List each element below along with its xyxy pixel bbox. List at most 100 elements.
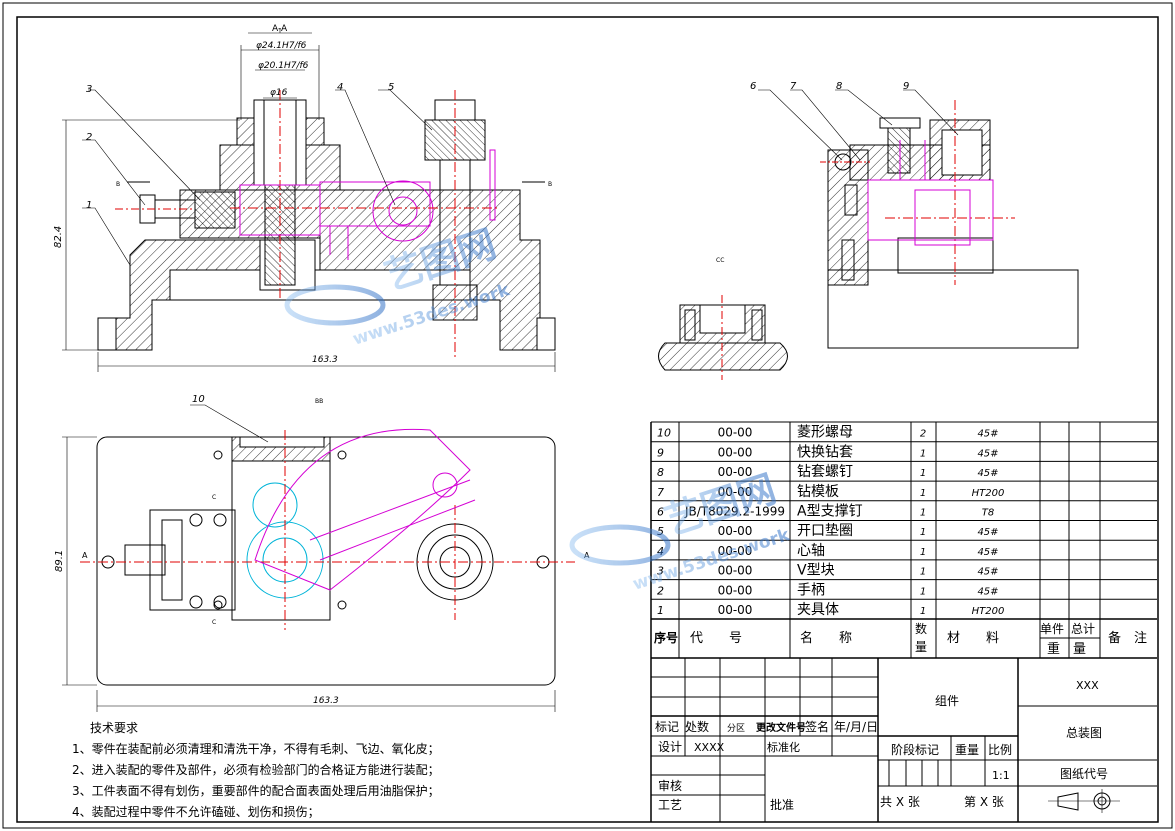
side-view — [758, 89, 1079, 349]
bom-cell-qty: 1 — [920, 468, 926, 479]
bom-cell-name: A型支撑钉 — [797, 504, 863, 520]
bom-cell-name: 钻套螺钉 — [797, 464, 853, 480]
bom-cell-material: T8 — [982, 508, 994, 519]
drawing-name: 总装图 — [1066, 726, 1102, 740]
section-label-aa: A-A — [272, 24, 288, 34]
note-item: 3、工件表面不得有划伤，重要部件的配合面表面处理后用油脂保护； — [72, 784, 440, 798]
bom-cell-material: 45# — [977, 586, 998, 597]
bom-row: 2 00-00 手柄 1 45# — [657, 582, 999, 598]
bom-header-weight: 重 量 — [1047, 641, 1086, 657]
bom-header-remarks: 备 注 — [1108, 630, 1147, 646]
sheet-number: 第 X 张 — [964, 795, 1004, 809]
section-cc-view — [658, 295, 788, 380]
drawing-code-label: 图纸代号 — [1060, 767, 1108, 781]
bom-cell-name: 钻模板 — [797, 484, 839, 500]
bom-cell-name: V型块 — [797, 563, 835, 579]
bom-cell-no: 1 — [657, 604, 664, 617]
bom-cell-qty: 1 — [920, 508, 926, 519]
scale-value: 1:1 — [992, 769, 1010, 782]
bom-header-qty-2: 量 — [915, 640, 927, 654]
bom-cell-material: 45# — [977, 468, 998, 479]
bom-cell-no: 6 — [657, 506, 664, 519]
balloon-7: 7 — [790, 81, 797, 92]
bom-cell-qty: 1 — [920, 567, 926, 578]
watermark-2: 艺图网 www.53des.work — [569, 466, 793, 595]
review-label: 审核 — [658, 778, 682, 793]
title-block-grid — [651, 658, 1157, 822]
bom-cell-qty: 1 — [920, 448, 926, 459]
title-block-text: 组件 XXX 总装图 图纸代号 标记 处数 分区 更改文件号 签名 年/月/日 … — [655, 679, 1108, 812]
bom-cell-code: 00-00 — [718, 426, 753, 440]
bom-cell-code: 00-00 — [718, 465, 753, 479]
balloon-6: 6 — [750, 81, 756, 92]
bom-cell-no: 8 — [657, 466, 664, 479]
sheet-inner-border — [16, 16, 1159, 823]
bom-header-unit: 单件 — [1040, 622, 1064, 636]
bom-cell-qty: 1 — [920, 586, 926, 597]
marker-a-left: A — [82, 551, 88, 560]
section-label-bb: BB — [315, 398, 323, 405]
bom-cell-qty: 1 — [920, 547, 926, 558]
bom-cell-no: 10 — [657, 427, 671, 440]
mark-label: 标记 — [655, 720, 679, 734]
bom-cell-qty: 1 — [920, 527, 926, 538]
bom-cell-material: HT200 — [972, 488, 1005, 499]
balloon-3: 3 — [86, 84, 92, 95]
process-label: 工艺 — [658, 798, 682, 812]
side-view-labels: 6 7 8 9 — [750, 81, 909, 92]
balloon-4: 4 — [337, 82, 343, 93]
bom-cell-code: 00-00 — [718, 485, 753, 499]
bom-cell-qty: 1 — [920, 606, 926, 617]
bom-cell-code: 00-00 — [718, 544, 753, 558]
front-view-labels: A-A φ24.1H7/f6 φ20.1H7/f6 φ16 82.4 163.3… — [53, 24, 552, 365]
weight-label: 重量 — [955, 743, 979, 757]
bom-cell-name: 开口垫圈 — [797, 523, 853, 539]
zone-label: 分区 — [727, 723, 745, 734]
bom-cell-name: 心轴 — [797, 543, 825, 559]
bom-cell-material: HT200 — [972, 606, 1005, 617]
signature-label: 签名 — [805, 719, 829, 734]
total-sheets: 共 X 张 — [880, 795, 920, 809]
dim-fit-24: φ24.1H7/f6 — [256, 41, 307, 51]
bom-header-code: 代 号 — [690, 631, 742, 646]
front-view — [62, 28, 556, 372]
bom-cell-no: 9 — [657, 446, 664, 459]
balloon-9: 9 — [903, 81, 909, 92]
bom-header-no: 序号 — [654, 630, 678, 645]
balloon-1: 1 — [86, 200, 92, 211]
bom-cell-name: 手柄 — [797, 582, 825, 598]
marker-b-left: B — [116, 181, 120, 188]
bom-cell-code: 00-00 — [718, 445, 753, 459]
bom-cell-name: 菱形螺母 — [797, 425, 853, 441]
date-label: 年/月/日 — [834, 720, 878, 734]
company-label: XXX — [1076, 679, 1099, 692]
bom-cell-code: 00-00 — [718, 524, 753, 538]
dim-fit-20: φ20.1H7/f6 — [258, 61, 309, 71]
bom-header-qty-1: 数 — [915, 621, 927, 636]
bom-cell-code: 00-00 — [718, 583, 753, 597]
bom-header-total: 总计 — [1071, 622, 1095, 636]
notes-title: 技术要求 — [90, 721, 139, 735]
dim-phi-16: φ16 — [270, 88, 288, 98]
scale-label: 比例 — [988, 743, 1012, 757]
standardize-label: 标准化 — [767, 740, 800, 754]
stage-mark-label: 阶段标记 — [891, 742, 939, 757]
bom-cell-code: 00-00 — [718, 564, 753, 578]
bom-cell-material: 45# — [977, 448, 998, 459]
bom-cell-no: 2 — [657, 584, 664, 597]
bom-header-material: 材 料 — [947, 631, 999, 646]
bom-grid — [650, 421, 1157, 822]
balloon-2: 2 — [86, 132, 92, 143]
marker-c-top: C — [212, 494, 216, 501]
technical-requirements: 技术要求 1、零件在装配前必须清理和清洗干净，不得有毛刺、飞边、氧化皮； 2、进… — [72, 718, 440, 823]
change-doc-label: 更改文件号 — [756, 721, 806, 734]
bom-cell-material: 45# — [977, 567, 998, 578]
balloon-10: 10 — [192, 394, 205, 405]
